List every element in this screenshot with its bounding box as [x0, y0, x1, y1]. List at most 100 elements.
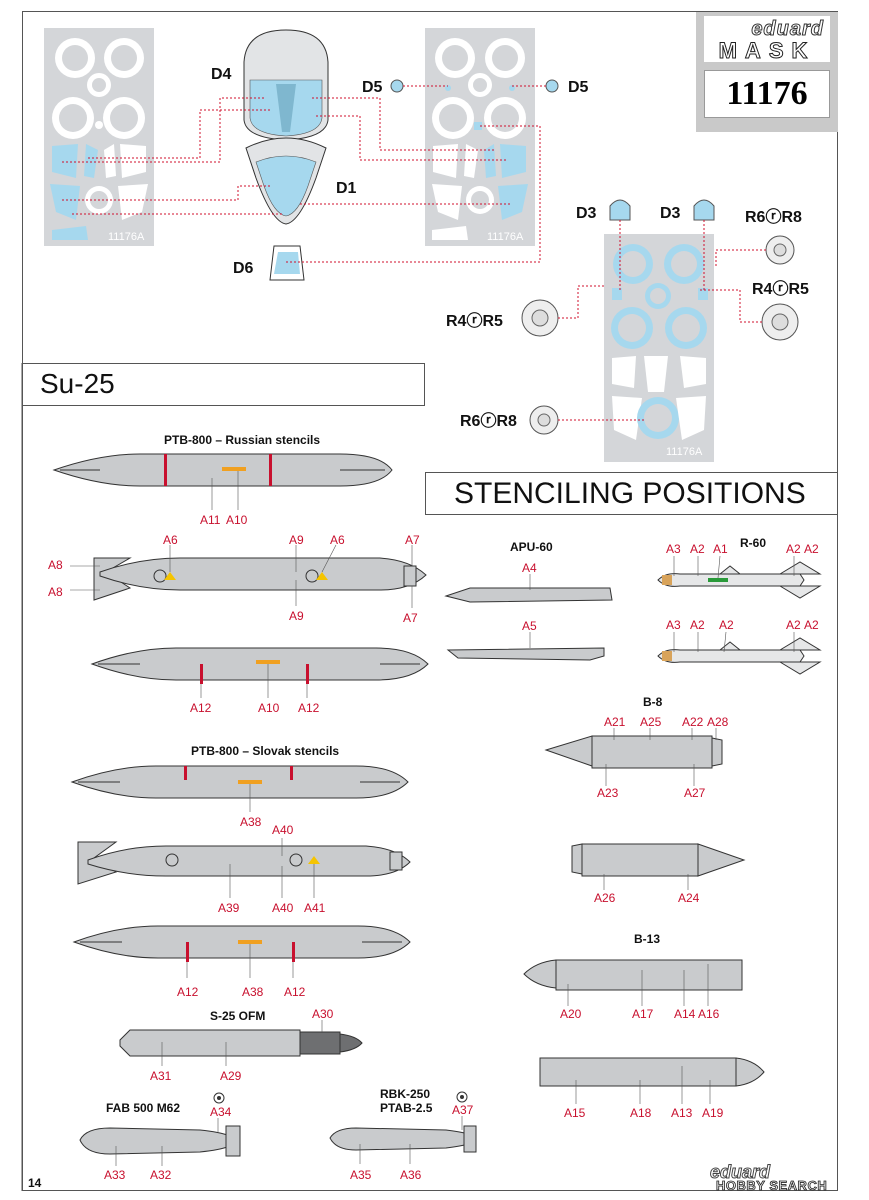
- d5-part-right: [545, 79, 559, 93]
- title-s25: S-25 OFM: [210, 1009, 265, 1023]
- r60-missile-1: [657, 555, 822, 599]
- title-rbk: RBK-250: [380, 1087, 430, 1101]
- ptb800-slovak-3: [72, 925, 411, 978]
- sheet-code-right: 11176A: [666, 446, 703, 458]
- label-a26: A26: [594, 891, 616, 905]
- ptb800-slovak-1: [70, 765, 409, 812]
- s25-rocket: [119, 1020, 363, 1066]
- label-a33: A33: [104, 1168, 126, 1182]
- label-r6r8-top: R6ⓡR8: [745, 207, 802, 226]
- canopy-drawing: [243, 29, 329, 281]
- d3-parts: [609, 199, 715, 290]
- label-a19: A19: [702, 1106, 724, 1120]
- label-d6: D6: [233, 260, 254, 277]
- label-d1: D1: [336, 180, 357, 197]
- title-b13: B-13: [634, 932, 660, 946]
- label-r60-a2b: A2: [786, 542, 801, 556]
- section-title-box: STENCILING POSITIONS: [425, 472, 838, 515]
- label-a6-left: A6: [163, 533, 178, 547]
- label-r6r8-bottom: R6ⓡR8: [460, 411, 517, 430]
- label-a32: A32: [150, 1168, 172, 1182]
- label-a7-top: A7: [405, 533, 420, 547]
- badge-header: eduard MASK: [704, 16, 830, 64]
- label-a38-1: A38: [240, 815, 262, 829]
- label-a24: A24: [678, 891, 700, 905]
- label-r60b-a2c: A2: [786, 618, 801, 632]
- label-a20: A20: [560, 1007, 582, 1021]
- label-r4r5-right: R4ⓡR5: [752, 279, 809, 298]
- label-a21: A21: [604, 715, 626, 729]
- label-a37: A37: [452, 1103, 474, 1117]
- label-a36: A36: [400, 1168, 422, 1182]
- label-a41: A41: [304, 901, 326, 915]
- label-a7-bottom: A7: [403, 611, 418, 625]
- product-line: MASK: [718, 38, 816, 64]
- aircraft-title: Su-25: [40, 368, 115, 399]
- label-a25: A25: [640, 715, 662, 729]
- label-r60-a2c: A2: [804, 542, 819, 556]
- label-a17: A17: [632, 1007, 654, 1021]
- label-a4: A4: [522, 561, 537, 575]
- label-d5-right: D5: [568, 79, 589, 96]
- label-a34: A34: [210, 1105, 232, 1119]
- title-r60: R-60: [740, 536, 766, 550]
- label-d5-left: D5: [362, 79, 383, 96]
- sheet-code-middle: 11176A: [487, 231, 524, 243]
- label-r4r5-left: R4ⓡR5: [446, 311, 503, 330]
- label-a38-2: A38: [242, 985, 264, 999]
- label-a9-bottom: A9: [289, 609, 304, 623]
- gauge-parts: [521, 235, 799, 435]
- label-r60-a3: A3: [666, 542, 681, 556]
- instrument-mask-sheet: 11176A: [604, 234, 714, 462]
- section-title: STENCILING POSITIONS: [454, 477, 806, 510]
- title-fab: FAB 500 M62: [106, 1101, 180, 1115]
- label-r60b-a2: A2: [690, 618, 705, 632]
- r60-missile-2: [657, 631, 822, 675]
- title-b8: B-8: [643, 695, 663, 709]
- label-a6-right: A6: [330, 533, 345, 547]
- mask-sheet-left: 11176A: [44, 28, 154, 246]
- fab500-bomb: [79, 1092, 241, 1166]
- label-a12-r1: A12: [298, 701, 320, 715]
- ptb800-russian-2: [70, 544, 427, 608]
- page-number: 14: [28, 1176, 42, 1190]
- watermark-site: HOBBY SEARCH: [716, 1178, 828, 1194]
- label-a39: A39: [218, 901, 240, 915]
- label-r60b-a2b: A2: [719, 618, 734, 632]
- label-d3-right: D3: [660, 205, 681, 222]
- title-apu60: APU-60: [510, 540, 553, 554]
- label-a22: A22: [682, 715, 704, 729]
- label-a8-top: A8: [48, 558, 63, 572]
- watermark-brand: eduard: [709, 1162, 771, 1183]
- label-a29: A29: [220, 1069, 242, 1083]
- b8-pod-1: [544, 728, 723, 786]
- label-a10: A10: [226, 513, 248, 527]
- label-a9-top: A9: [289, 533, 304, 547]
- title-ptb-slovak: PTB-800 – Slovak stencils: [191, 744, 339, 758]
- ptb800-russian-3: [90, 647, 429, 698]
- product-number: 11176: [704, 70, 830, 118]
- label-a12-l2: A12: [177, 985, 199, 999]
- label-a11: A11: [200, 513, 221, 527]
- label-a23: A23: [597, 786, 619, 800]
- label-r60b-a2d: A2: [804, 618, 819, 632]
- label-a35: A35: [350, 1168, 372, 1182]
- apu60-launcher-2: [446, 632, 605, 661]
- b8-pod-2: [571, 843, 746, 890]
- label-a5: A5: [522, 619, 537, 633]
- label-d4: D4: [211, 66, 232, 83]
- label-r60b-a3: A3: [666, 618, 681, 632]
- b13-pod-1: [523, 959, 743, 1006]
- watermark: eduard HOBBY SEARCH: [709, 1162, 860, 1196]
- label-a30: A30: [312, 1007, 334, 1021]
- d5-part-left: [390, 79, 404, 93]
- mask-leader-lines: [62, 85, 546, 263]
- label-r60-a2: A2: [690, 542, 705, 556]
- label-d3-left: D3: [576, 205, 597, 222]
- label-a16: A16: [698, 1007, 720, 1021]
- aircraft-title-box: Su-25: [22, 363, 425, 406]
- label-a40-bottom: A40: [272, 901, 294, 915]
- label-a8-bottom: A8: [48, 585, 63, 599]
- label-a31: A31: [150, 1069, 172, 1083]
